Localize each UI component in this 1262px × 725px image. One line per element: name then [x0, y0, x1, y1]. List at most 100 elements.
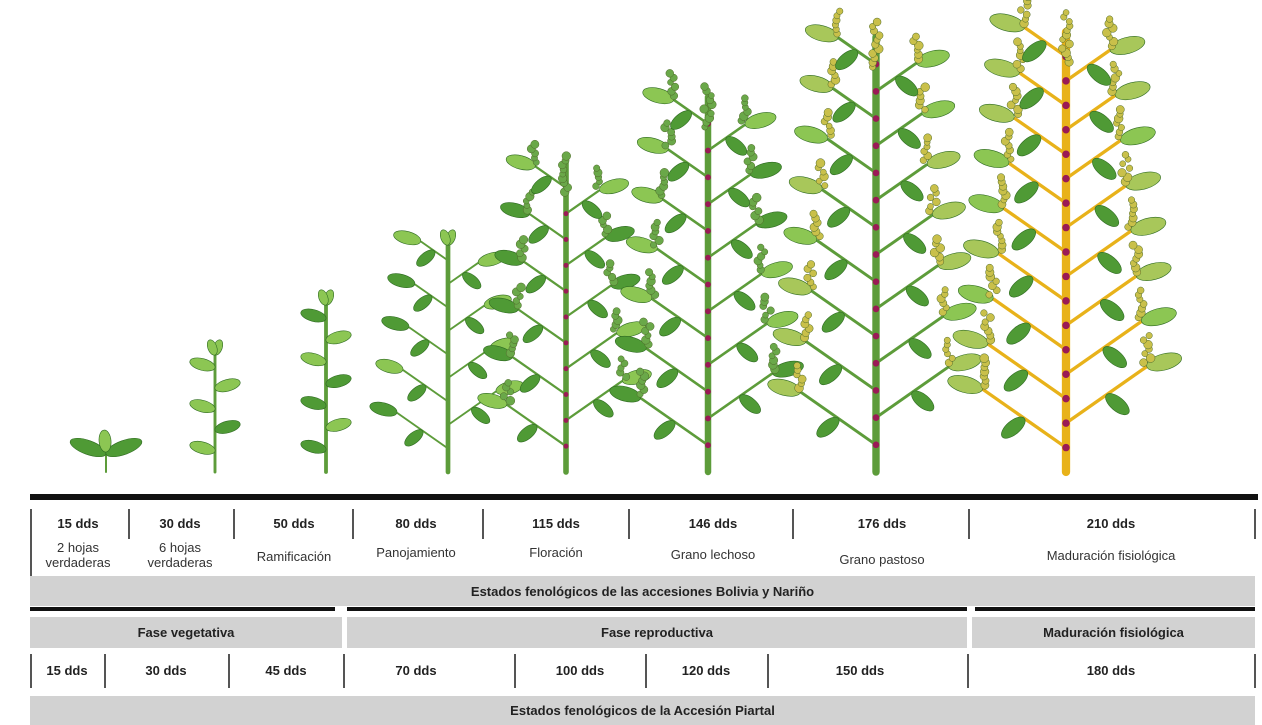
- stem-node: [563, 237, 568, 242]
- panicle-grain: [748, 144, 755, 151]
- stem-node: [873, 360, 880, 367]
- leaf: [374, 357, 404, 376]
- leaf: [386, 271, 416, 290]
- piartal-divider: [967, 654, 969, 688]
- bolivia-stage-label: Panojamiento: [336, 545, 496, 560]
- panicle-grain: [816, 159, 825, 168]
- stem-node: [563, 418, 568, 423]
- bolivia-stage-dds: 50 dds: [234, 516, 354, 531]
- panicle-grain: [794, 362, 801, 369]
- piartal-divider: [514, 654, 516, 688]
- stem-node: [563, 366, 568, 371]
- stem-node: [873, 441, 880, 448]
- panicle-grain: [986, 291, 993, 298]
- piartal-divider: [1254, 654, 1256, 688]
- panicle-grain: [761, 293, 769, 301]
- panicle-grain: [1106, 16, 1113, 23]
- phase-rule-vegetativa: [30, 607, 335, 611]
- leaf: [299, 306, 327, 324]
- stem-node: [1062, 126, 1069, 133]
- panicle-grain: [1129, 241, 1137, 249]
- panicle-grain: [944, 337, 950, 343]
- panicle-grain: [606, 260, 614, 268]
- stem-node: [563, 314, 568, 319]
- stem-node: [705, 389, 711, 395]
- panicle-grain: [519, 235, 528, 244]
- stem-node: [563, 211, 568, 216]
- phase-vegetativa-label: Fase vegetativa: [138, 625, 235, 640]
- panicle-grain: [506, 332, 513, 339]
- panicle-grain: [562, 152, 571, 161]
- panicle-grain: [1126, 165, 1133, 172]
- panicle-grain: [986, 264, 993, 271]
- panicle-grain: [531, 140, 539, 148]
- leaf: [324, 328, 352, 346]
- leaf: [760, 259, 795, 281]
- bolivia-stage-dds: 146 dds: [653, 516, 773, 531]
- piartal-caption-bar: Estados fenológicos de la Accesión Piart…: [30, 696, 1255, 725]
- stem-node: [1062, 370, 1069, 377]
- panicle-grain: [1118, 169, 1126, 177]
- panicle-grain: [593, 165, 599, 171]
- panicle-grain: [1063, 9, 1069, 15]
- leaf: [368, 399, 398, 418]
- piartal-caption: Estados fenológicos de la Accesión Piart…: [510, 703, 775, 718]
- panicle-grain: [1128, 197, 1135, 204]
- leaf: [188, 439, 216, 457]
- leaf: [380, 314, 410, 333]
- panicle-grain: [933, 235, 942, 244]
- stem-node: [705, 174, 711, 180]
- panicle-grain: [1137, 287, 1144, 294]
- stem-node: [705, 335, 711, 341]
- stem-node: [1062, 395, 1069, 402]
- leaf: [793, 123, 830, 147]
- panicle-grain: [824, 108, 832, 116]
- piartal-divider: [645, 654, 647, 688]
- stem-node: [1062, 199, 1069, 206]
- leaf: [299, 350, 327, 368]
- panicle-grain: [912, 33, 919, 40]
- stem-node: [1062, 150, 1069, 157]
- phase-vegetativa: Fase vegetativa: [30, 617, 342, 648]
- stem-node: [873, 115, 880, 122]
- panicle-grain: [921, 83, 930, 92]
- panicle-grain: [820, 169, 826, 175]
- panicle-grain: [618, 356, 624, 362]
- panicle-grain: [701, 83, 709, 91]
- leaf: [213, 376, 241, 394]
- stem-node: [1062, 444, 1069, 451]
- panicle-grain: [1146, 332, 1152, 338]
- leaf: [324, 372, 352, 390]
- stem-node: [1062, 77, 1069, 84]
- stem-node: [873, 142, 880, 149]
- leaf: [925, 148, 962, 172]
- panicle-grain: [805, 312, 812, 319]
- panicle-grain: [1017, 7, 1024, 14]
- panicle-grain: [1122, 151, 1129, 158]
- phase-reproductiva: Fase reproductiva: [347, 617, 967, 648]
- stem-node: [1062, 346, 1069, 353]
- plant-growth-illustration: [0, 0, 1262, 485]
- stem-node: [563, 444, 568, 449]
- panicle-grain: [500, 393, 507, 400]
- panicle-grain: [613, 308, 620, 315]
- bolivia-divider: [792, 509, 794, 539]
- bolivia-stage-dds: 210 dds: [1051, 516, 1171, 531]
- panicle-grain: [1013, 38, 1021, 46]
- panicle-grain: [1009, 83, 1017, 91]
- stem-node: [1062, 273, 1069, 280]
- leaf: [946, 372, 985, 397]
- stem-node: [873, 88, 880, 95]
- piartal-stage-dds: 30 dds: [111, 652, 221, 688]
- bolivia-stage-label: Floración: [476, 545, 636, 560]
- stem-node: [705, 255, 711, 261]
- stem-node: [1062, 419, 1069, 426]
- bolivia-divider: [628, 509, 630, 539]
- leaf: [188, 355, 216, 373]
- panicle-grain: [767, 307, 775, 315]
- leaf: [598, 176, 630, 197]
- panicle-grain: [807, 261, 815, 269]
- leaf: [1113, 78, 1152, 103]
- panicle-grain: [996, 219, 1003, 226]
- panicle-grain: [1013, 60, 1021, 68]
